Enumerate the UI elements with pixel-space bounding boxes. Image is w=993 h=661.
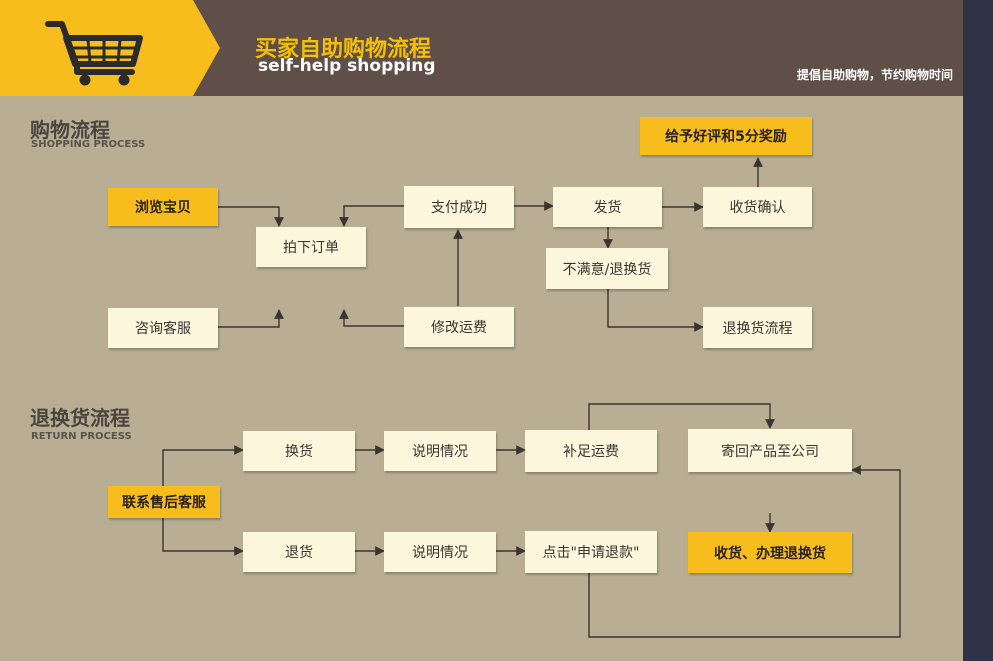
connector-consult-to-order (218, 309, 284, 328)
node-supplement-shipping: 补足运费 (525, 430, 657, 472)
return-section-subtitle: RETURN PROCESS (31, 431, 132, 442)
header-subtitle: self-help shopping (258, 56, 436, 76)
flowchart-frame: 买家自助购物流程 self-help shopping 提倡自助购物，节约购物时… (0, 0, 963, 661)
shopping-section-title: 购物流程 (30, 118, 110, 142)
node-contact-service: 联系售后客服 (108, 486, 220, 518)
connector-pay-to-order (339, 205, 404, 227)
cart-badge (0, 0, 220, 96)
node-confirm-receipt: 收货确认 (703, 187, 812, 227)
return-section-title: 退换货流程 (30, 406, 130, 430)
connector-unsatisfied-to-returnflow (607, 288, 704, 332)
node-modify-shipping: 修改运费 (404, 307, 514, 347)
node-reward: 给予好评和5分奖励 (640, 117, 812, 155)
connector-apply-to-sendback (588, 465, 901, 638)
shopping-section-subtitle: SHOPPING PROCESS (31, 139, 146, 150)
header-banner: 买家自助购物流程 self-help shopping 提倡自助购物，节约购物时… (0, 0, 963, 96)
node-refund: 退货 (243, 532, 355, 572)
node-apply-refund: 点击"申请退款" (525, 531, 657, 573)
connector-supplement-to-sendback (588, 403, 775, 430)
header-slogan: 提倡自助购物，节约购物时间 (796, 68, 953, 82)
node-explain-exchange: 说明情况 (384, 431, 496, 471)
node-explain-refund: 说明情况 (384, 532, 496, 572)
node-consult: 咨询客服 (108, 308, 218, 348)
connector-modify-to-order (339, 309, 404, 327)
node-unsatisfied: 不满意/退换货 (546, 248, 668, 289)
node-exchange: 换货 (243, 431, 355, 471)
connector-contact-to-refund (162, 518, 244, 556)
node-send-back: 寄回产品至公司 (688, 429, 852, 472)
connector-browse-to-order (218, 206, 284, 227)
node-return-flow: 退换货流程 (703, 307, 812, 348)
node-browse: 浏览宝贝 (108, 188, 218, 226)
node-ship: 发货 (553, 187, 662, 227)
node-pay-success: 支付成功 (404, 186, 514, 228)
flow-connectors (162, 157, 901, 638)
header-title: 买家自助购物流程 (255, 37, 432, 62)
connector-contact-to-exchange (162, 445, 244, 486)
shopping-cart-icon (45, 21, 143, 86)
node-place-order: 拍下订单 (256, 227, 366, 267)
node-receive-process: 收货、办理退换货 (688, 532, 852, 573)
